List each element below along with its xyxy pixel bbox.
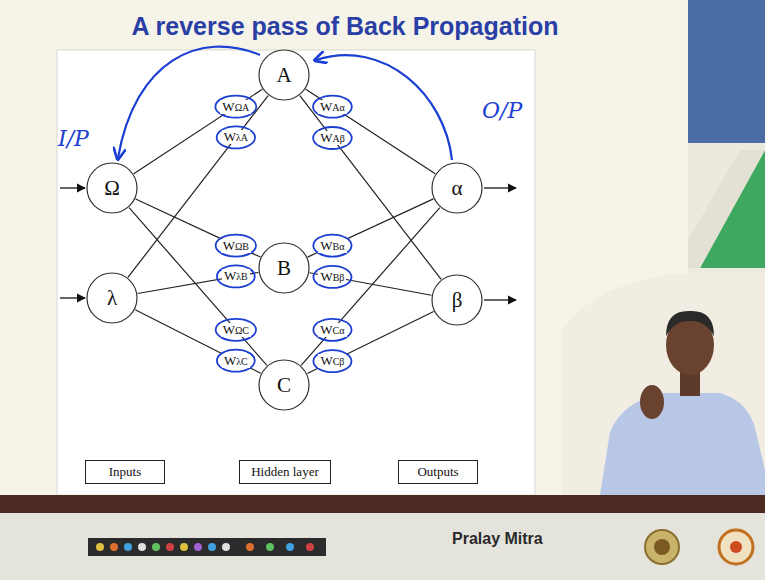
weight-connection	[307, 311, 433, 373]
annotation-circle	[313, 350, 351, 372]
neuron-circle	[259, 50, 309, 100]
output-arrow	[484, 299, 516, 300]
hand-arrow	[316, 55, 452, 160]
layer-box: Outputs	[398, 460, 478, 484]
weight-connection	[306, 89, 435, 174]
annotation-circle	[216, 235, 256, 257]
neuron-circle	[87, 163, 137, 213]
weight-label: WAβ	[318, 131, 347, 145]
input-neuron: Ω	[86, 162, 138, 214]
node-text: A	[276, 63, 291, 88]
footer-ground	[0, 513, 765, 580]
handwritten-note: O/P	[482, 98, 522, 123]
input-neuron: λ	[86, 272, 138, 324]
weight-connection	[308, 199, 434, 257]
weight-connection	[301, 208, 440, 366]
presenter-photo	[562, 272, 765, 495]
weight-label: WAα	[318, 100, 347, 114]
node-text: λ	[107, 286, 117, 311]
hidden-neuron: B	[258, 242, 310, 294]
weight-label: WΩB	[221, 239, 251, 253]
annotation-circle	[217, 126, 255, 148]
weight-connection	[136, 199, 261, 257]
weight-label: WBβ	[318, 270, 346, 284]
neuron-circle	[432, 163, 482, 213]
input-arrow	[60, 187, 85, 188]
neuron-circle	[432, 275, 482, 325]
output-arrow	[484, 187, 516, 188]
weight-label: WΩC	[221, 323, 251, 337]
toolbar	[88, 538, 326, 556]
slide-title: A reverse pass of Back Propagation	[131, 12, 558, 41]
node-text: B	[277, 256, 291, 281]
annotation-circle	[217, 350, 255, 372]
node-text: C	[277, 373, 291, 398]
toolbar-icons	[96, 543, 314, 551]
node-text: Inputs	[109, 464, 142, 480]
weight-connection	[128, 96, 268, 278]
node-text: Hidden layer	[251, 464, 319, 480]
handwritten-note: I/P	[58, 126, 89, 151]
output-neuron: β	[431, 274, 483, 326]
weight-label: WΩA	[220, 100, 251, 114]
node-text: Outputs	[417, 464, 458, 480]
layer-box: Inputs	[85, 460, 165, 484]
annotation-circle	[216, 319, 256, 341]
hidden-neuron: A	[258, 49, 310, 101]
weight-label: WCα	[318, 323, 346, 337]
neuron-circle	[259, 360, 309, 410]
annotation-circle	[217, 265, 255, 287]
weight-label: WλA	[222, 130, 250, 144]
side-panel	[688, 143, 765, 273]
annotation-circle	[313, 96, 352, 118]
annotation-circle	[313, 235, 351, 257]
weight-connection	[135, 310, 261, 374]
institute-logos	[645, 530, 753, 564]
weight-connection	[300, 96, 441, 280]
layer-box: Hidden layer	[239, 460, 331, 484]
side-shade	[688, 150, 765, 268]
weight-label: WλB	[222, 269, 250, 283]
annotation-circle	[313, 127, 352, 149]
hidden-neuron: C	[258, 359, 310, 411]
neuron-circle	[87, 273, 137, 323]
output-neuron: α	[431, 162, 483, 214]
input-arrow	[60, 297, 85, 298]
author-name: Pralay Mitra	[452, 530, 543, 548]
weight-label: WBα	[318, 239, 346, 253]
node-text: Ω	[104, 176, 120, 201]
annotation-circle	[313, 319, 351, 341]
neuron-circle	[259, 243, 309, 293]
side-band	[688, 0, 765, 143]
annotation-circle	[313, 266, 351, 288]
node-text: α	[451, 176, 462, 201]
weight-label: WCβ	[318, 354, 346, 368]
footer-bar	[0, 495, 765, 513]
hand-arrow	[118, 47, 260, 158]
weight-label: WλC	[222, 354, 250, 368]
node-text: β	[452, 288, 463, 313]
annotation-circle	[215, 96, 256, 118]
weight-connection	[134, 89, 263, 173]
